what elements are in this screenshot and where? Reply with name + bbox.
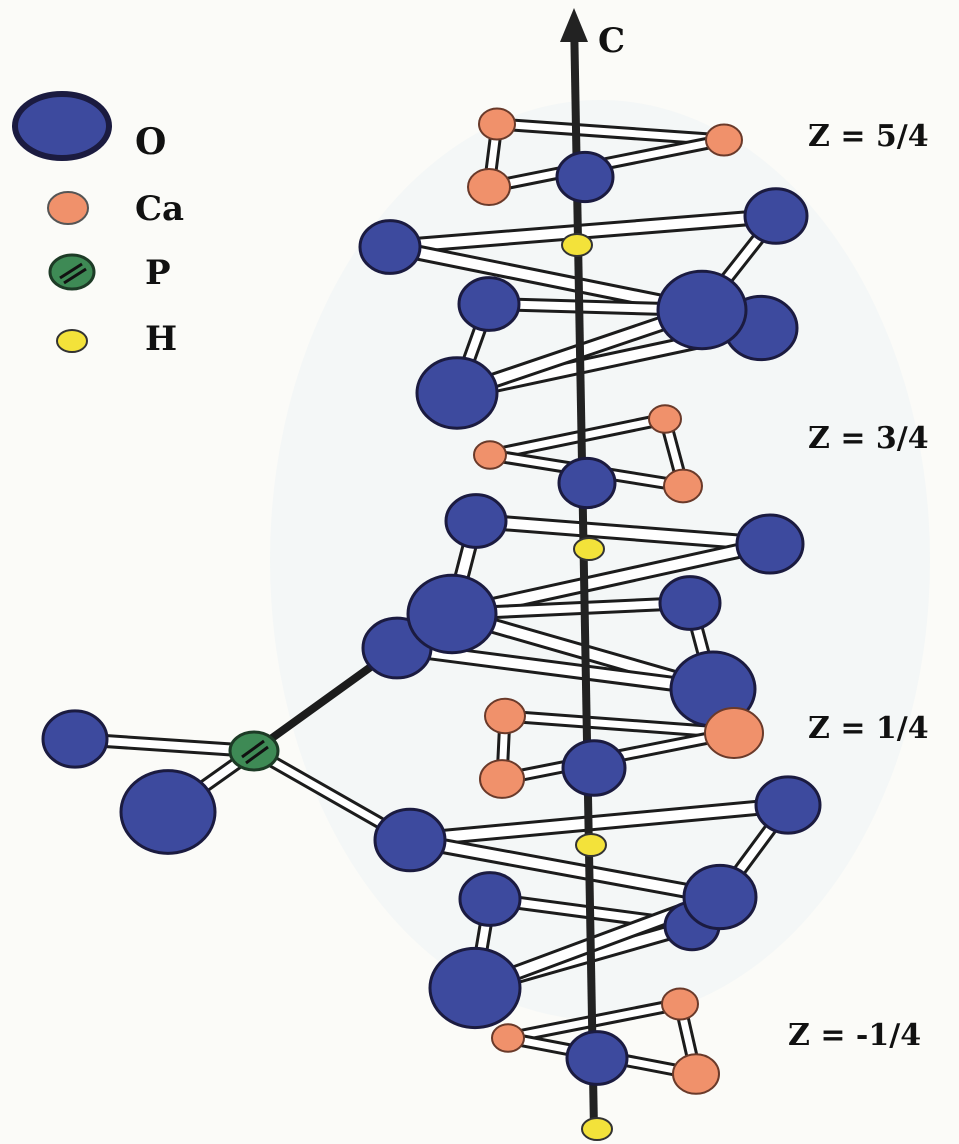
phosphorus-stripe: [245, 745, 269, 765]
legend-phosphorus-stripe: [63, 267, 87, 285]
oxygen-atom: [428, 946, 522, 1030]
oxygen-atom-axis: [557, 456, 617, 510]
calcium-atom: [661, 987, 699, 1021]
hydrogen-atom: [581, 1117, 613, 1141]
oxygen-atom: [444, 493, 508, 549]
oxygen-helix-bond-core: [405, 800, 793, 845]
legend-phosphorus-stripe: [59, 262, 83, 280]
oxygen-helix-bond-core: [385, 242, 707, 315]
legend-oxygen-label: O: [135, 121, 166, 163]
calcium-atom: [491, 1023, 525, 1053]
oxygen-atom: [458, 871, 522, 927]
calcium-atom: [479, 759, 525, 799]
oxygen-helix-bond-core: [405, 835, 725, 902]
oxygen-atom: [735, 513, 805, 575]
phosphorus-stripe: [241, 739, 265, 759]
ca-triangle-bond-core: [501, 712, 738, 737]
calcium-atom: [473, 440, 507, 470]
oxygen-atom: [656, 269, 748, 351]
oxygen-atom: [415, 356, 499, 430]
level-label-z-1-4: Z = 1/4: [808, 711, 929, 746]
hydrogen-atom: [561, 233, 593, 257]
hydrogen-atom: [575, 833, 607, 857]
legend-hydrogen-label: H: [145, 319, 177, 359]
oxygen-helix-bond-core: [385, 211, 781, 252]
oxygen-atom: [743, 187, 809, 245]
calcium-atom: [648, 404, 682, 434]
atom-layer: [41, 107, 822, 1141]
hydrogen-atom: [573, 537, 605, 561]
oxygen-atom: [682, 863, 758, 931]
oxygen-atom: [754, 775, 822, 835]
c-axis-line: [570, 17, 598, 1131]
legend-calcium-label: Ca: [135, 189, 184, 229]
calcium-atom: [478, 107, 516, 141]
oxygen-atom-axis: [555, 150, 615, 204]
oxygen-atom-axis: [565, 1030, 629, 1086]
c-axis-arrowhead: [560, 8, 588, 42]
calcium-atom: [467, 167, 511, 207]
oxygen-atom: [119, 769, 217, 855]
level-label-z-3-4: Z = 3/4: [808, 421, 929, 456]
level-label-z-5-4: Z = 5/4: [808, 119, 929, 154]
level-label-z-neg-1-4: Z = -1/4: [788, 1018, 921, 1053]
level-labels: Z = 5/4 Z = 3/4 Z = 1/4 Z = -1/4: [788, 119, 929, 1053]
legend-phosphorus-label: P: [145, 253, 171, 293]
legend: O Ca P H: [12, 91, 184, 359]
calcium-atom: [704, 707, 764, 759]
ca-triangle-bond-core: [493, 120, 728, 144]
calcium-atom: [663, 468, 703, 504]
phosphorus-atom: [228, 730, 280, 772]
c-axis: C: [560, 8, 625, 1131]
oxygen-helix-bond-core: [471, 516, 775, 549]
oxygen-atom: [406, 573, 498, 655]
ca-triangle-bond-core: [486, 415, 669, 459]
legend-hydrogen-swatch: [56, 329, 88, 353]
calcium-atom: [705, 123, 743, 157]
oxygen-helix-bond-core: [447, 539, 775, 619]
oxygen-atom: [457, 276, 521, 332]
legend-oxygen-swatch: [12, 91, 112, 161]
legend-calcium-swatch: [47, 191, 89, 225]
c-axis-label: C: [598, 21, 625, 61]
oxygen-atom: [658, 575, 722, 631]
calcium-atom: [484, 697, 526, 735]
oxygen-helix-bond-core: [392, 643, 718, 694]
oxygen-atom: [41, 709, 109, 769]
oxygen-atom: [358, 219, 422, 275]
oxygen-atom: [373, 807, 447, 873]
oxygen-atom-axis: [561, 739, 627, 797]
calcium-atom: [672, 1053, 720, 1095]
